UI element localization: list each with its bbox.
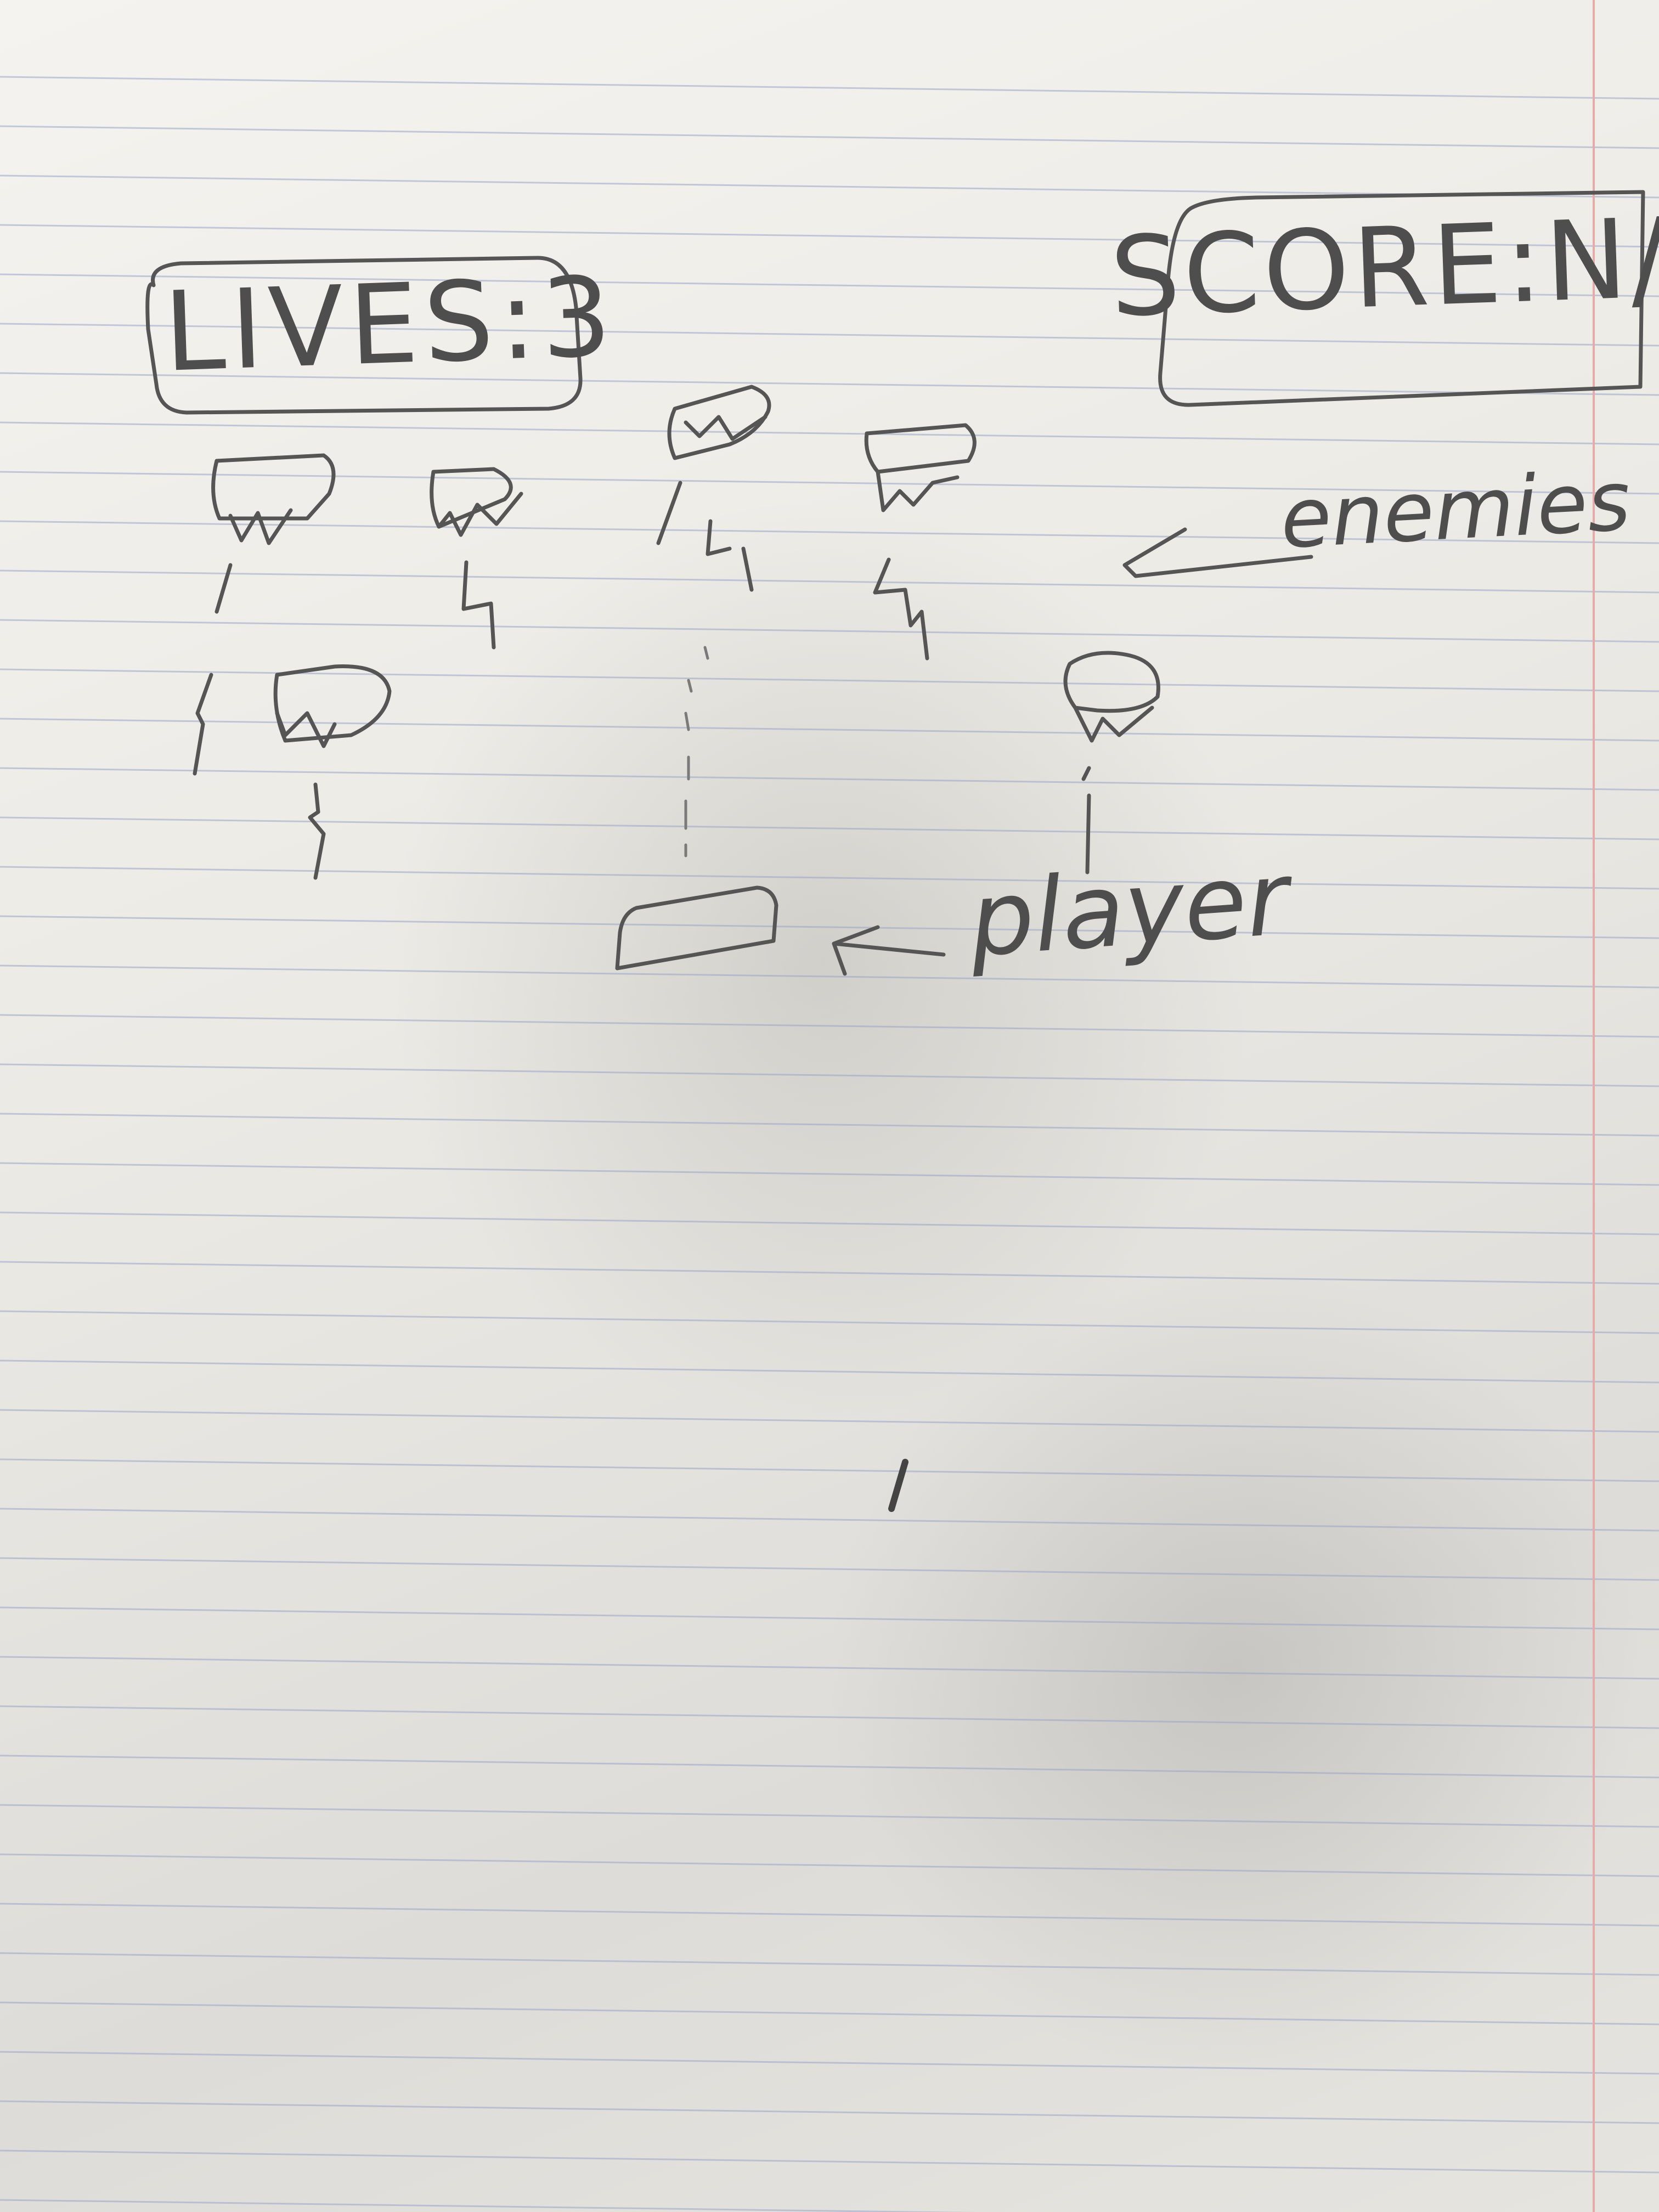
score-box	[1158, 190, 1645, 407]
ruled-line	[0, 1162, 1659, 1186]
ruled-line	[0, 76, 1659, 100]
ruled-line	[0, 2199, 975, 2212]
ruled-line	[0, 866, 1659, 890]
ruled-line	[0, 718, 1659, 742]
stray-pencil-mark	[888, 1459, 909, 1512]
ruled-line	[0, 323, 1659, 347]
ruled-line	[0, 1656, 1659, 1680]
ruled-line	[0, 767, 1659, 791]
ruled-line	[0, 1359, 1659, 1384]
ruled-line	[0, 1113, 1659, 1137]
ruled-line	[0, 421, 1659, 445]
hand-shadow	[384, 494, 1262, 1426]
ruled-line	[0, 1853, 1659, 1877]
enemy	[430, 467, 523, 650]
enemy	[656, 385, 771, 857]
ruled-line	[0, 816, 1659, 840]
enemy	[273, 664, 392, 880]
ruled-line	[0, 1952, 1659, 1976]
enemies-arrow	[1122, 527, 1313, 578]
ruled-line	[0, 1310, 1659, 1334]
ruled-line	[0, 2149, 1659, 2174]
ruled-line	[0, 915, 1659, 939]
ruled-line	[0, 1458, 1659, 1482]
ruled-line	[0, 1063, 1659, 1087]
ruled-line	[0, 1014, 1659, 1038]
ruled-line	[0, 1903, 1659, 1927]
ruled-line	[0, 619, 1659, 643]
enemies-label: enemies	[1278, 453, 1633, 567]
ruled-line	[0, 668, 1659, 692]
ruled-line	[0, 2001, 1659, 2025]
ruled-line	[0, 1804, 1659, 1828]
player-arrow	[832, 925, 946, 976]
ruled-line	[0, 1508, 1659, 1532]
player-ship	[615, 885, 778, 970]
ruled-line	[0, 2100, 1659, 2124]
ruled-lines	[0, 76, 1659, 2212]
ruled-line	[0, 1261, 1659, 1285]
ruled-line	[0, 2051, 1659, 2075]
score-label: SCORE:N/A	[1108, 191, 1659, 342]
enemy	[864, 423, 977, 661]
ruled-line	[0, 1606, 1659, 1630]
ruled-line	[0, 1557, 1659, 1581]
ruled-line	[0, 1754, 1659, 1779]
ruled-line	[0, 1705, 1659, 1729]
ruled-line	[0, 471, 1659, 495]
ruled-line	[0, 569, 1659, 594]
ruled-line	[0, 125, 1659, 149]
ruled-line	[0, 1409, 1659, 1433]
ruled-line	[0, 520, 1659, 544]
ruled-line	[0, 964, 1659, 989]
ruled-line	[0, 273, 1659, 297]
ruled-line	[0, 372, 1659, 396]
ruled-line	[0, 224, 1659, 248]
ruled-line	[0, 1211, 1659, 1235]
enemy	[1063, 651, 1160, 874]
lives-label: LIVES:3	[162, 253, 619, 397]
lives-box	[145, 256, 583, 415]
enemy	[193, 453, 336, 776]
player-label: player	[966, 839, 1293, 980]
